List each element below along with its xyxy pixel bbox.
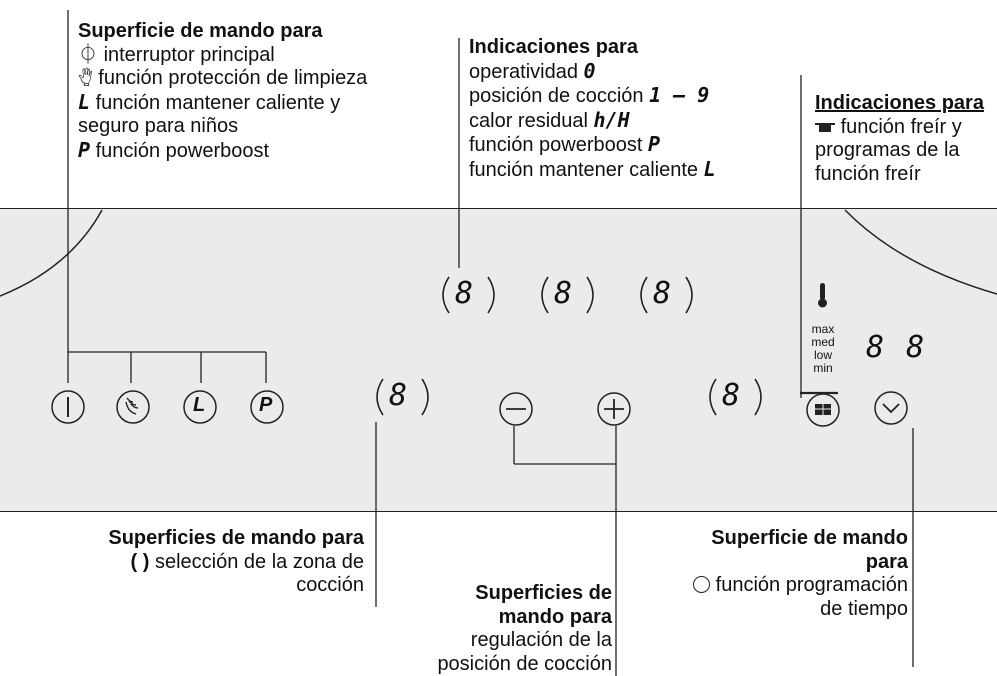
scale-min: min: [813, 361, 833, 375]
clock-icon: [693, 576, 711, 593]
callout-ind-line5: función mantener caliente: [469, 158, 699, 181]
callout-indications-heading: Indicaciones para: [469, 36, 638, 58]
callout-zone-line1: selección de la zona de: [154, 550, 364, 573]
callout-level-regulation: Superficies de mando para regulación de …: [412, 582, 612, 676]
callout-level-heading1: Superficies de: [475, 582, 612, 604]
powerboost-button[interactable]: [250, 390, 284, 424]
callout-main-line2: función protección de limpieza: [98, 67, 368, 89]
operative-glyph: 0: [583, 58, 596, 83]
callout-main-line3: función mantener caliente y: [95, 91, 341, 114]
callout-zone-heading: Superficies de mando para: [108, 527, 364, 549]
hand-icon: [125, 397, 139, 415]
cooktop-control-panel: [0, 208, 997, 512]
callout-timer: Superficie de mando para función program…: [648, 527, 908, 621]
callout-frying: Indicaciones para función freír y progra…: [815, 92, 984, 186]
keep-warm-button[interactable]: [183, 390, 217, 424]
level-glyph: 1 – 9: [649, 83, 710, 107]
callout-main-line1: interruptor principal: [103, 43, 275, 66]
frying-pan-icon: [815, 122, 835, 132]
keep-warm-symbol: L: [193, 394, 206, 416]
callout-zone-line2: cocción: [296, 574, 364, 596]
callout-main-controls: Superficie de mando para ⏀ interruptor p…: [78, 20, 367, 163]
display-zone-rear-right: 8: [653, 276, 672, 311]
power-icon: ⏀: [78, 43, 98, 66]
scale-med: med: [811, 335, 835, 349]
callout-main-heading: Superficie de mando para: [78, 20, 323, 42]
callout-frying-line2: programas de la: [815, 139, 960, 161]
residual-heat-glyph: h/H: [593, 107, 630, 132]
timer-button[interactable]: [874, 391, 908, 425]
cooking-zone-left-arc: [0, 209, 103, 297]
thermometer-icon: [818, 283, 827, 308]
callout-level-line2: posición de cocción: [437, 652, 612, 675]
display-zone-select-right[interactable]: 8: [722, 378, 741, 413]
callout-timer-line2: de tiempo: [820, 597, 908, 620]
cooking-zone-right-arc: [844, 209, 997, 295]
callout-timer-line1: función programación: [715, 574, 908, 596]
callout-main-line5: función powerboost: [95, 139, 270, 162]
scale-max: max: [811, 322, 835, 336]
callout-indications: Indicaciones para operatividad 0 posició…: [469, 36, 716, 182]
callout-frying-line3: función freír: [815, 162, 921, 185]
powerboost-glyph: P: [78, 137, 91, 162]
powerboost-symbol: P: [259, 394, 273, 416]
callout-ind-line2: posición de cocción: [469, 85, 644, 107]
timer-display: 8 8: [866, 330, 927, 365]
callout-timer-heading2: para: [865, 550, 908, 573]
callout-level-line1: regulación de la: [470, 629, 612, 651]
keep-warm-glyph: L: [78, 89, 91, 114]
scale-low: low: [813, 348, 832, 362]
zone-bracket-glyph: ( ): [130, 550, 150, 573]
callout-ind-line1: operatividad: [469, 60, 578, 83]
callout-level-heading2: mando para: [498, 605, 612, 628]
callout-timer-heading1: Superficie de mando: [711, 527, 908, 549]
callout-zone-selection: Superficies de mando para ( ) selección …: [60, 527, 364, 598]
callout-main-line4: seguro para niños: [78, 115, 239, 137]
powerboost-glyph: P: [648, 132, 661, 156]
callout-frying-line1: función freír y: [840, 115, 962, 138]
keep-warm-glyph: L: [703, 156, 716, 181]
hand-icon: 🖐︎: [78, 67, 93, 89]
clock-check-icon: [882, 403, 900, 414]
temperature-scale: max med low min: [808, 323, 838, 375]
display-zone-select-left[interactable]: 8: [389, 378, 408, 413]
callout-ind-line3: calor residual: [469, 109, 588, 132]
display-zone-rear-left: 8: [455, 276, 474, 311]
callout-frying-heading: Indicaciones para: [815, 92, 984, 114]
display-zone-rear-center: 8: [554, 276, 573, 311]
callout-ind-line4: función powerboost: [469, 134, 643, 156]
